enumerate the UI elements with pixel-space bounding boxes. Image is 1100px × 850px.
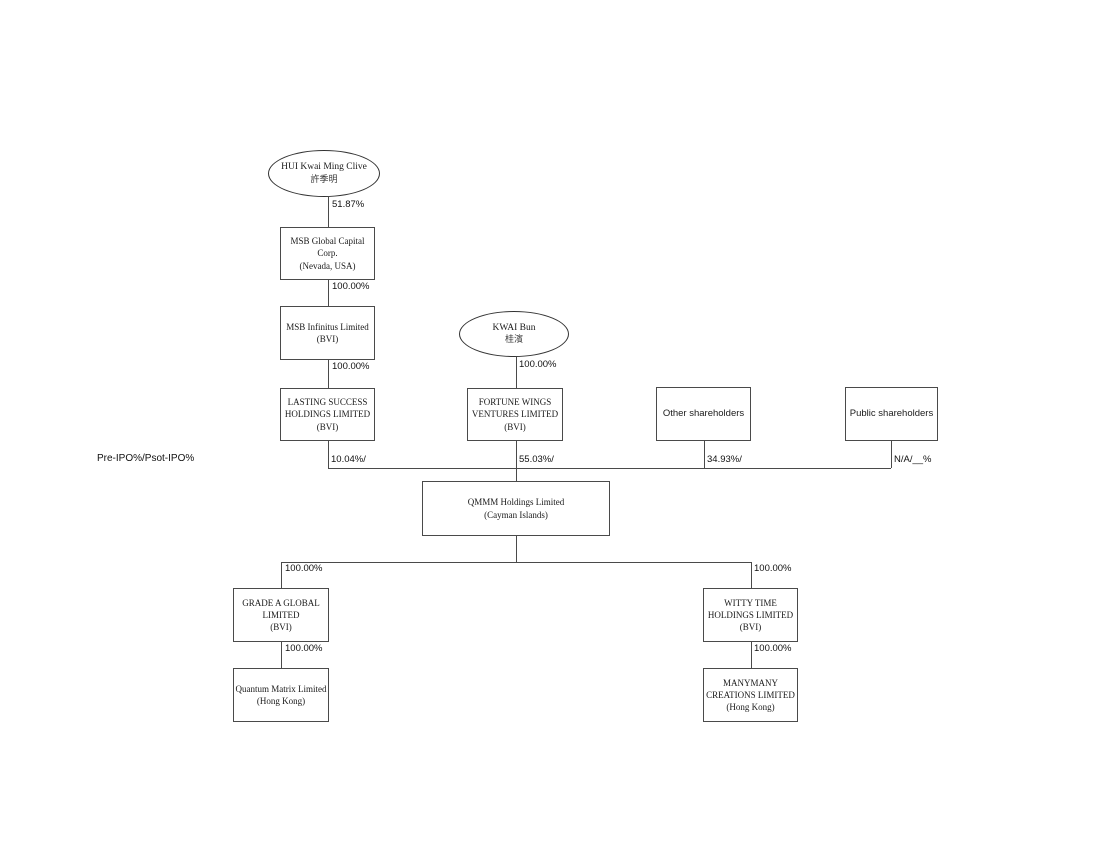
person-name: HUI Kwai Ming Clive [281,162,367,173]
connector-qmmm-down [516,536,517,562]
pct-other-qmmm: 34.93%/ [707,454,742,465]
node-qmmm-holdings: QMMM Holdings Limited (Cayman Islands) [422,481,610,536]
pct-infinitus-lasting: 100.00% [332,361,370,372]
person-name: KWAI Bun [492,322,536,333]
node-grade-a-global: GRADE A GLOBAL LIMITED (BVI) [233,588,329,642]
connector-other-bus [704,441,705,468]
connector-bus-witty [751,562,752,588]
connector-fortune-qmmm [516,441,517,481]
connector-shareholder-bus [328,468,891,469]
company-label: GRADE A GLOBAL LIMITED (BVI) [242,597,320,633]
connector-infinitus-lasting [328,360,329,388]
person-chinese-name: 許季明 [310,173,338,184]
pct-qmmm-gradea: 100.00% [285,563,323,574]
company-label: MSB Global Capital Corp. (Nevada, USA) [290,236,365,271]
pct-hui-msbglobal: 51.87% [332,199,365,210]
company-label: WITTY TIME HOLDINGS LIMITED (BVI) [707,597,794,633]
node-msb-infinitus: MSB Infinitus Limited (BVI) [280,306,375,360]
pct-public-qmmm: N/A/__% [894,454,932,465]
node-lasting-success: LASTING SUCCESS HOLDINGS LIMITED (BVI) [280,388,375,441]
pct-fortune-qmmm: 55.03%/ [519,454,554,465]
company-label: QMMM Holdings Limited (Cayman Islands) [467,497,565,520]
connector-subsidiary-bus [281,562,751,563]
pct-msbglobal-infinitus: 100.00% [332,281,370,292]
node-fortune-wings: FORTUNE WINGS VENTURES LIMITED (BVI) [467,388,563,441]
connector-gradea-quantum [281,642,282,668]
company-label: MANYMANY CREATIONS LIMITED (Hong Kong) [706,677,795,713]
company-label: FORTUNE WINGS VENTURES LIMITED (BVI) [471,397,559,432]
pre-ipo-row-label: Pre-IPO%/Psot-IPO% [97,453,195,464]
pct-qmmm-witty: 100.00% [754,563,792,574]
pct-kwai-fortune: 100.00% [519,359,557,370]
node-manymany-creations: MANYMANY CREATIONS LIMITED (Hong Kong) [703,668,798,722]
node-hui-kwai-ming-clive: HUI Kwai Ming Clive 許季明 [268,150,380,197]
connector-hui-msbglobal [328,197,329,227]
connector-public-bus [891,441,892,468]
company-label: Other shareholders [662,407,745,419]
person-chinese-name: 桂濱 [504,334,523,345]
connector-msbglobal-infinitus [328,280,329,306]
connector-witty-manymany [751,642,752,668]
connector-bus-gradea [281,562,282,588]
company-label: MSB Infinitus Limited (BVI) [286,321,369,344]
company-label: LASTING SUCCESS HOLDINGS LIMITED (BVI) [284,397,371,432]
company-label: Public shareholders [849,407,934,419]
connector-kwai-fortune [516,357,517,388]
pct-lasting-qmmm: 10.04%/ [331,454,366,465]
pct-gradea-quantum: 100.00% [285,643,323,654]
pct-witty-manymany: 100.00% [754,643,792,654]
node-witty-time: WITTY TIME HOLDINGS LIMITED (BVI) [703,588,798,642]
node-public-shareholders: Public shareholders [845,387,938,441]
node-other-shareholders: Other shareholders [656,387,751,441]
connector-lasting-bus [328,441,329,468]
node-msb-global-capital: MSB Global Capital Corp. (Nevada, USA) [280,227,375,280]
company-label: Quantum Matrix Limited (Hong Kong) [235,683,327,706]
node-kwai-bun: KWAI Bun 桂濱 [459,311,569,357]
node-quantum-matrix: Quantum Matrix Limited (Hong Kong) [233,668,329,722]
